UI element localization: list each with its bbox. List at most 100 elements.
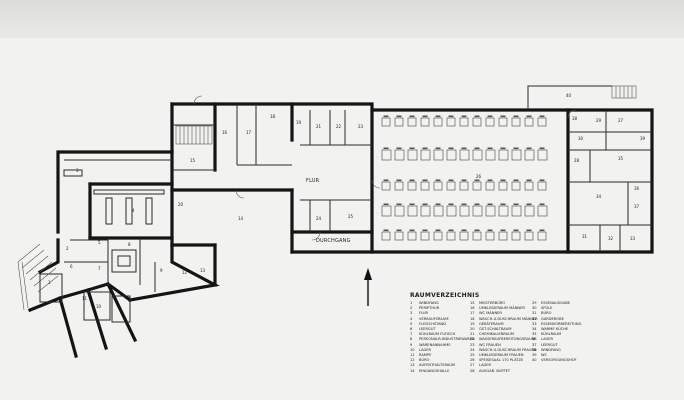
legend-entry-number: 1 <box>410 301 413 305</box>
north-arrow-icon <box>364 268 372 306</box>
dining-table <box>381 205 392 217</box>
room-label-10: 10 <box>96 304 102 309</box>
dining-table <box>407 205 418 217</box>
legend-entry-number: 7 <box>410 332 413 337</box>
legend-entry-number: 37 <box>532 342 537 347</box>
legend-entry: 34 WARME KÜCHE <box>532 327 581 332</box>
room-label-13: 13 <box>200 268 206 273</box>
dining-table <box>446 231 456 241</box>
legend-entry-name: VERSORGUNGSHOF <box>541 358 577 363</box>
room-label-38: 38 <box>572 116 578 121</box>
room-label-35: 35 <box>618 156 624 161</box>
chair <box>500 115 506 118</box>
chair <box>396 179 402 182</box>
chair <box>396 147 402 150</box>
chair <box>435 203 441 206</box>
chair <box>435 115 441 118</box>
chair <box>409 115 415 118</box>
chair <box>474 203 480 206</box>
chair <box>526 203 532 206</box>
chair <box>487 179 493 182</box>
legend-entry-name: LAGER <box>541 337 554 342</box>
chair <box>513 229 519 232</box>
legend-entry-name: WARME KÜCHE <box>541 327 569 332</box>
legend-entry-number: 33 <box>532 321 537 326</box>
dining-table <box>381 181 391 191</box>
dining-table <box>472 149 483 161</box>
room-label-24: 24 <box>316 216 322 221</box>
room-label-3: 3 <box>76 168 79 173</box>
legend-entry-number: 30 <box>532 306 537 311</box>
legend-entry-number: 18 <box>470 316 475 321</box>
chair <box>513 203 519 206</box>
room-labels: FLUR DURCHGANG 1 2 3 4 5 6 7 8 9 10 11 1… <box>48 93 646 309</box>
dining-table <box>537 181 547 191</box>
legend-entry-number: 2 <box>410 306 413 311</box>
dining-table <box>485 181 495 191</box>
legend-entry-number: 40 <box>532 358 537 363</box>
room-label-20: 20 <box>178 202 184 207</box>
dining-table <box>537 149 548 161</box>
chair <box>435 179 441 182</box>
dining-table <box>511 149 522 161</box>
room-label-21: 21 <box>316 124 322 129</box>
legend-entry-name: CHEMIKALIENRAUM <box>479 332 514 337</box>
store-shelves <box>63 169 165 225</box>
legend-entry-number: 13 <box>410 363 415 368</box>
legend-entry-name: BÜRO <box>419 358 430 363</box>
legend-entry-name: RAMPE <box>419 353 432 358</box>
dining-table <box>459 205 470 217</box>
legend-entry-name: WC MÄNNER <box>479 311 502 316</box>
dining-table <box>485 149 496 161</box>
dining-table <box>485 117 495 127</box>
chair <box>487 229 493 232</box>
dining-table <box>524 181 534 191</box>
dining-table <box>511 231 521 241</box>
legend-entry-number: 34 <box>532 327 537 332</box>
room-label-28: 28 <box>574 158 580 163</box>
legend-entry-name: UMKLEIDERAUM FRAUEN <box>479 353 524 358</box>
legend-entry-number: 31 <box>532 311 537 316</box>
dining-table <box>433 117 443 127</box>
chair <box>396 115 402 118</box>
legend-entry-number: 14 <box>410 368 415 373</box>
chair <box>500 203 506 206</box>
legend-entry-number: 4 <box>410 316 413 321</box>
chair <box>448 147 454 150</box>
chair <box>422 203 428 206</box>
legend-entry-name: GST-SCHALTRAUM <box>479 327 512 332</box>
legend-entry-name: AUSGAB. BUFFET <box>479 368 511 373</box>
legend-entry-number: 9 <box>410 342 413 347</box>
legend-entry-name: PERSONALR-INDUSTRIEWAREN <box>419 337 475 342</box>
chair <box>526 179 532 182</box>
chair <box>409 179 415 182</box>
room-label-11: 11 <box>82 296 88 301</box>
room-label-26: 26 <box>476 174 482 179</box>
legend-entry-name: KÜHLRAUM <box>541 332 562 337</box>
legend-entry-name: GERÄTERAUM <box>479 321 504 326</box>
dining-table <box>433 231 443 241</box>
room-label-5: 5 <box>98 240 101 245</box>
chair <box>513 115 519 118</box>
chair <box>539 115 545 118</box>
dining-table <box>446 205 457 217</box>
dining-table <box>394 117 404 127</box>
dining-table <box>459 181 469 191</box>
legend-entry-number: 10 <box>410 347 415 352</box>
legend-entry-number: 23 <box>470 342 475 347</box>
dining-table <box>381 231 391 241</box>
room-label-18: 18 <box>270 114 276 119</box>
room-label-6: 6 <box>70 264 73 269</box>
legend-entry-name: SPEISESAAL 170 PLÄTZE <box>479 358 524 363</box>
room-label-27: 27 <box>618 118 624 123</box>
chair <box>409 147 415 150</box>
